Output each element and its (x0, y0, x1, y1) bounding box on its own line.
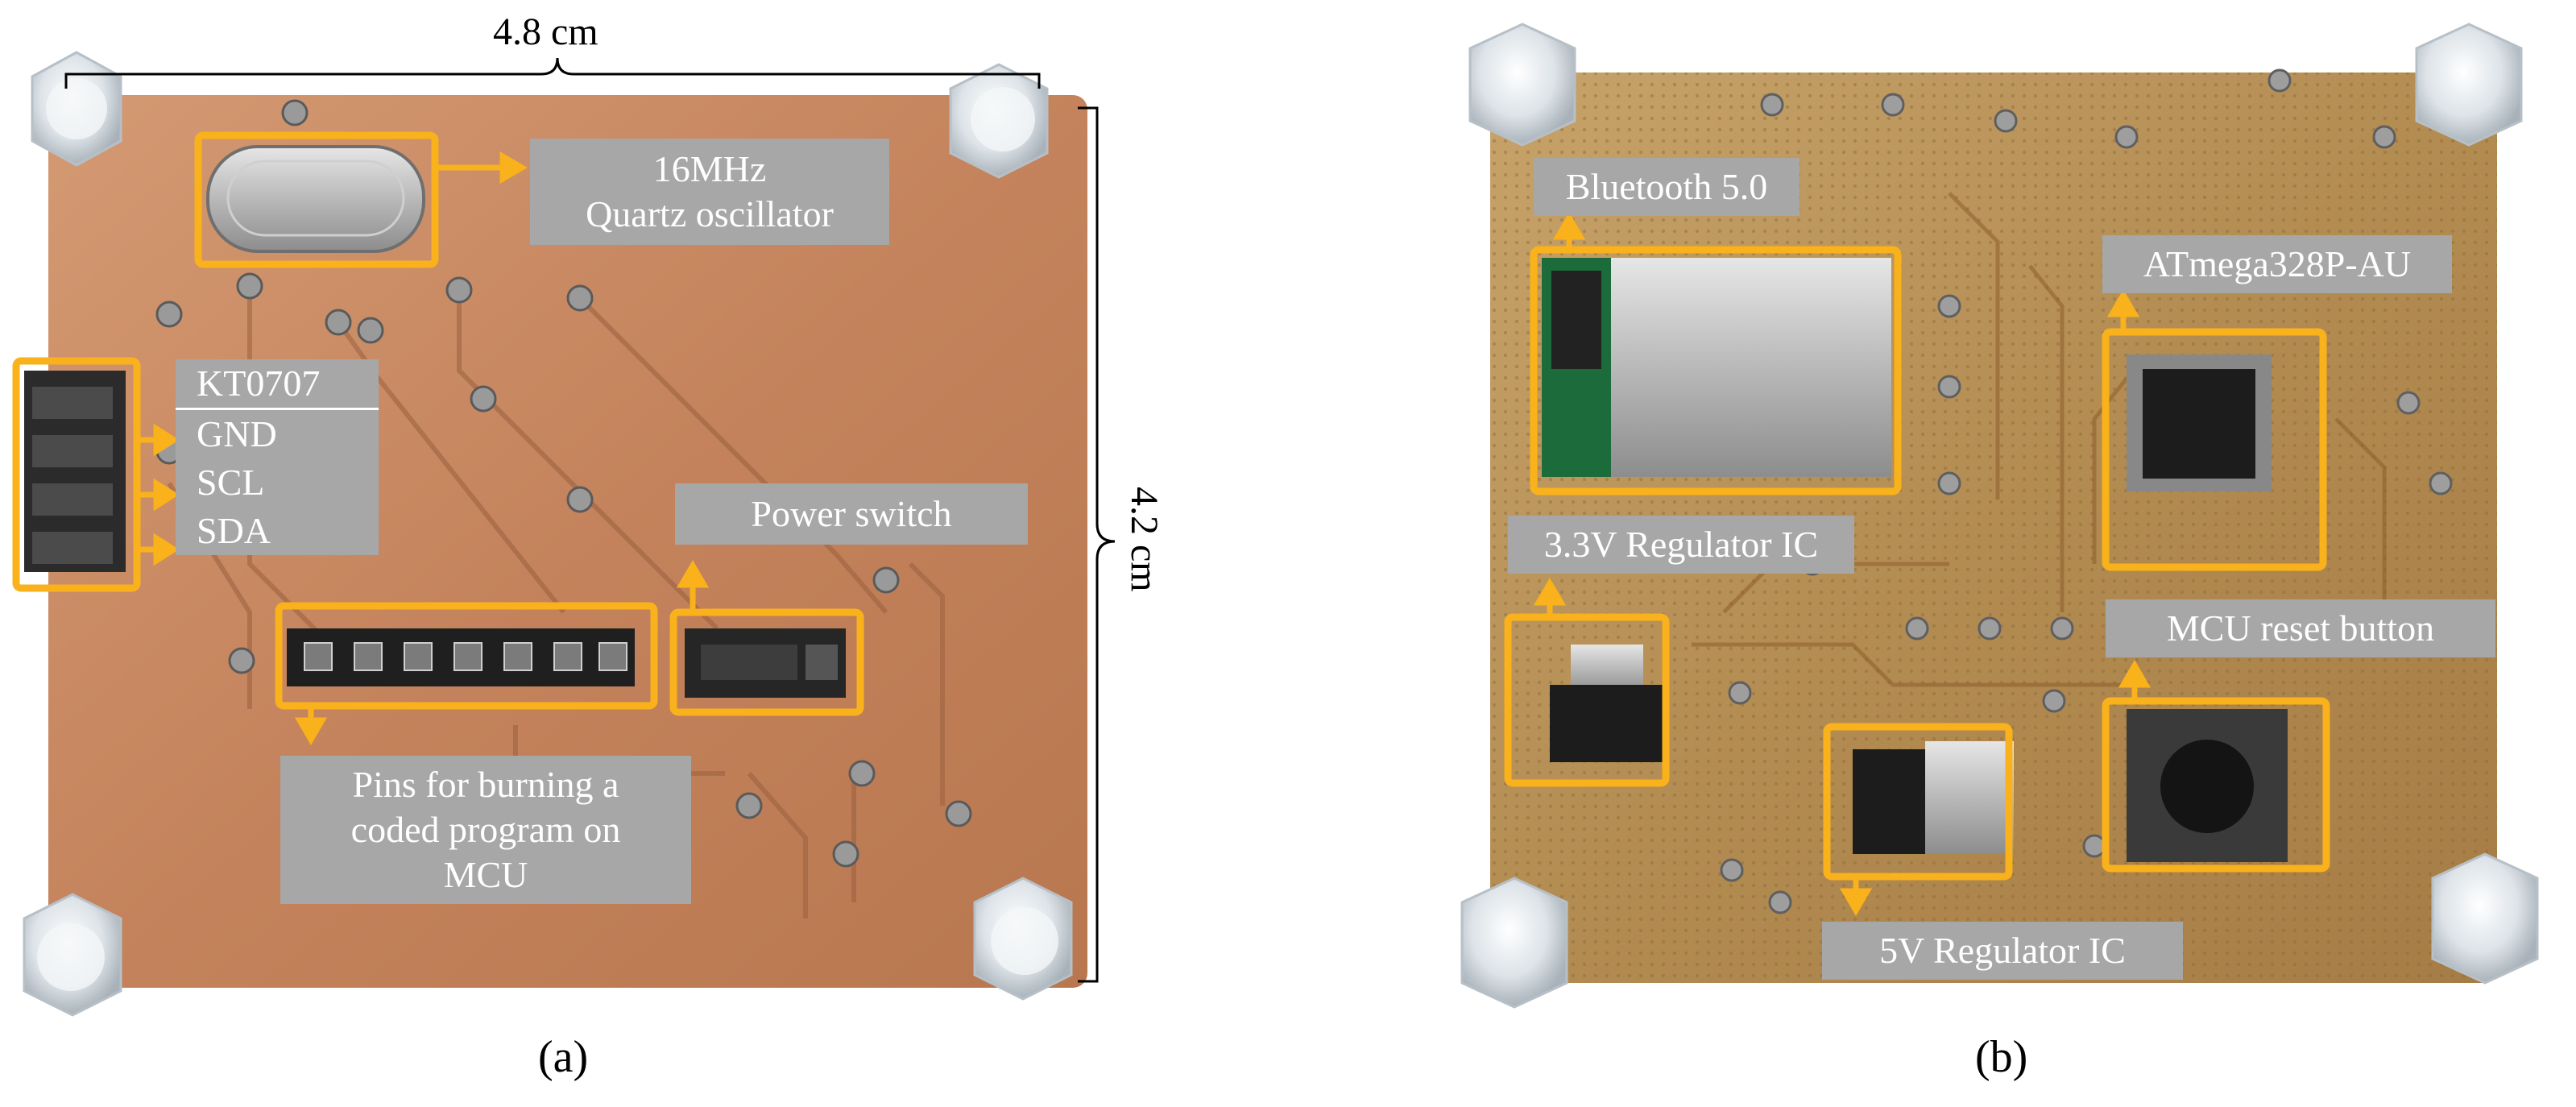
width-dimension-label: 4.8 cm (493, 10, 598, 53)
bluetooth-label: Bluetooth 5.0 (1534, 158, 1799, 216)
regulator-3v3 (1550, 645, 1663, 762)
pin-sda-label: SDA (197, 510, 271, 551)
regulator-33-label: 3.3V Regulator IC (1508, 516, 1854, 574)
pin-scl-label: SCL (197, 462, 265, 503)
kt0707-pin-label: KT0707 GND SCL SDA (176, 359, 379, 555)
oscillator-label-line1: 16MHz (652, 148, 767, 189)
dimension-lines-a (64, 57, 1116, 983)
board-b (1460, 23, 2539, 1009)
standoff-a-tl (31, 51, 122, 167)
standoff-b-tl (1468, 23, 1576, 147)
standoff-a-br (973, 877, 1073, 1001)
burn-pins-label-line3: MCU (443, 854, 528, 895)
highlights-b (1504, 246, 2330, 881)
power-switch-label: Power switch (675, 483, 1028, 545)
caption-b: (b) (1975, 1032, 2028, 1082)
standoff-b-br (2431, 852, 2539, 985)
arrows-a (137, 151, 710, 745)
power-switch (685, 628, 846, 698)
pin-header (287, 628, 635, 686)
height-dimension-label: 4.2 cm (1123, 487, 1166, 592)
standoff-b-bl (1460, 877, 1568, 1009)
burn-pins-label-line1: Pins for burning a (352, 764, 619, 805)
regulator-5-label: 5V Regulator IC (1822, 922, 2183, 980)
caption-a: (a) (538, 1032, 589, 1082)
standoff-b-tr (2415, 23, 2523, 147)
burn-pins-label: Pins for burning a coded program on MCU (280, 756, 691, 904)
pin-gnd-label: GND (197, 413, 277, 454)
standoff-a-bl (23, 893, 122, 1017)
bluetooth-module (1542, 258, 1891, 477)
atmega-chip (2127, 354, 2272, 491)
burn-pins-label-line2: coded program on (350, 809, 621, 850)
reset-button (2127, 709, 2288, 862)
arrows-b (1533, 212, 2151, 916)
mcu-label: ATmega328P-AU (2102, 235, 2452, 293)
reset-button-label: MCU reset button (2106, 599, 2495, 657)
kt0707-connector (24, 371, 126, 572)
kt0707-title: KT0707 (176, 359, 379, 410)
standoff-a-tr (949, 63, 1049, 179)
crystal-oscillator (206, 145, 425, 253)
oscillator-label-line2: Quartz oscillator (586, 193, 834, 234)
highlights-a (12, 131, 864, 716)
regulator-5v (1853, 741, 2014, 854)
oscillator-label: 16MHz Quartz oscillator (530, 139, 889, 245)
